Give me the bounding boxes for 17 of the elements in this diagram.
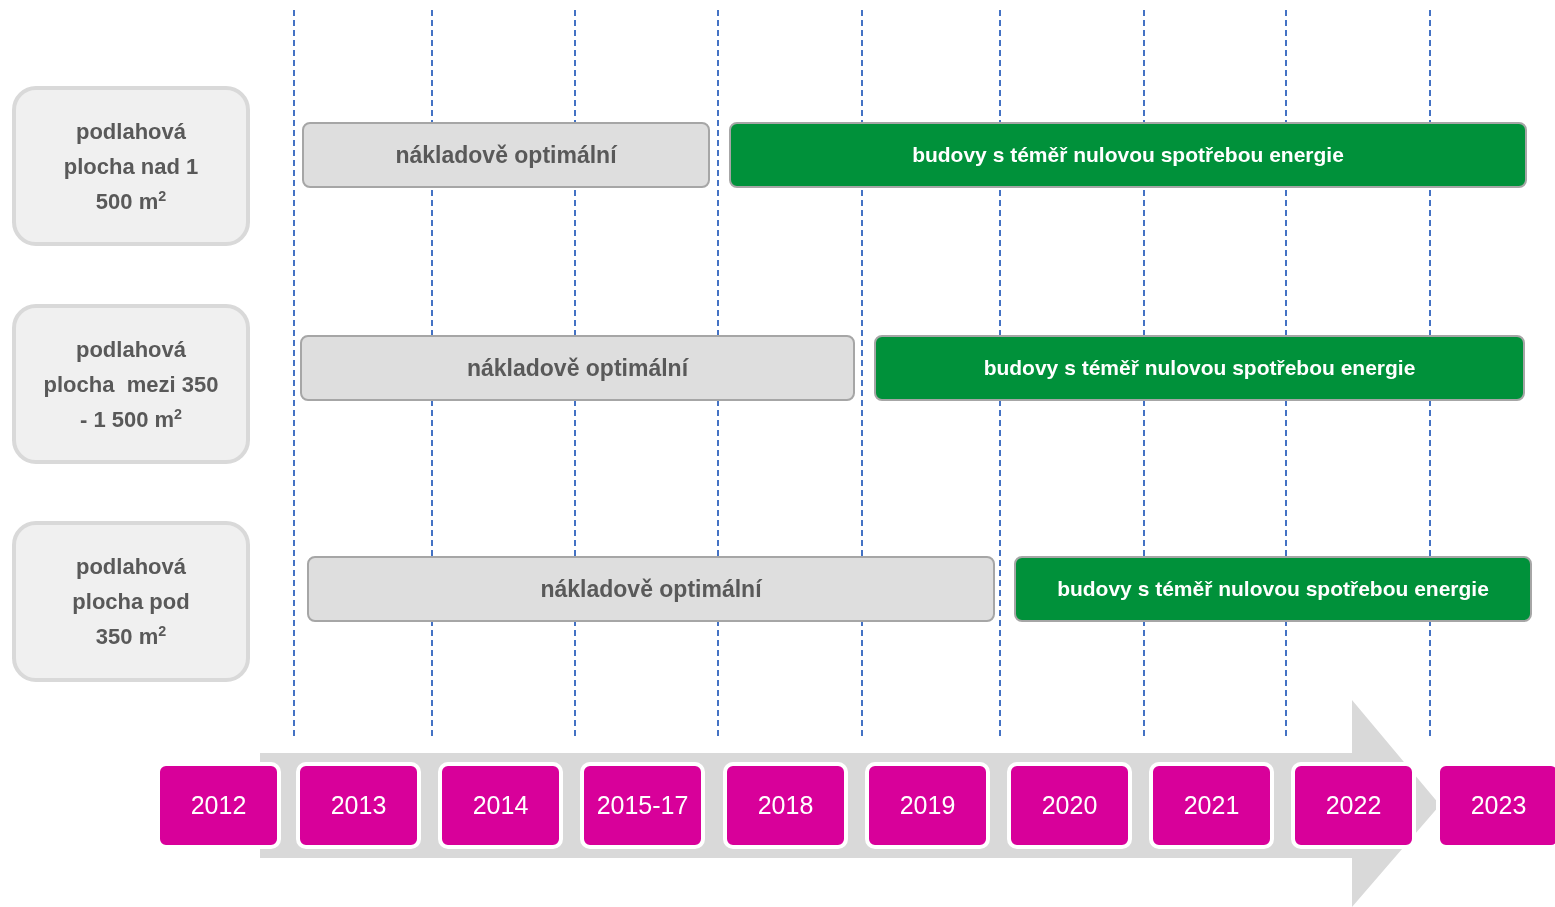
year-box: 2018 [723,762,848,849]
year-box: 2015-17 [580,762,705,849]
category-box: podlahová plocha nad 1 500 m$^{2}$ [12,86,250,246]
year-box: 2013 [296,762,421,849]
phase-bar: budovy s téměř nulovou spotřebou energie [729,122,1527,188]
phase-bar: nákladově optimální [300,335,855,401]
phase-bar: budovy s téměř nulovou spotřebou energie [874,335,1525,401]
year-box: 2014 [438,762,563,849]
category-box: podlahová plocha mezi 350 - 1 500 m$^{2}$ [12,304,250,464]
phase-bar: nákladově optimální [302,122,710,188]
year-box: 2019 [865,762,990,849]
year-box: 2022 [1291,762,1416,849]
phase-bar: budovy s téměř nulovou spotřebou energie [1014,556,1532,622]
phase-bar: nákladově optimální [307,556,995,622]
year-box: 2020 [1007,762,1132,849]
year-box: 2021 [1149,762,1274,849]
category-box: podlahová plocha pod 350 m$^{2}$ [12,521,250,682]
